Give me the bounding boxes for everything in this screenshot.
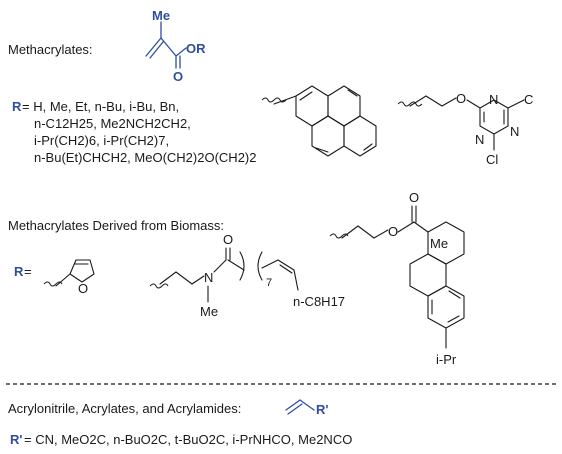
carbonyl-o: O <box>409 190 419 205</box>
r-symbol: R <box>12 99 22 114</box>
r-line-4: n-Bu(Et)CHCH2, MeO(CH2)2O(CH2)2 <box>34 150 256 165</box>
triazinyl-ether-substituent: O N N N C Cl <box>397 91 533 167</box>
monomer-o: O <box>173 69 183 84</box>
r-line-1: = H, Me, Et, n-Bu, i-Bu, Bn, <box>22 99 179 114</box>
r-prime-list: = CN, MeO2C, n-BuO2C, t-BuO2C, i-PrNHCO,… <box>24 432 352 447</box>
r-prime: R' <box>316 402 328 417</box>
abietate-me: Me <box>430 236 448 251</box>
triazine-n-1: N <box>489 92 498 107</box>
methacrylate-monomer: Me OR O <box>145 8 206 84</box>
chain-subscript: 7 <box>266 277 272 289</box>
dehydroabietyl-substituent: O O Me i-Pr <box>329 190 465 367</box>
triazine-n-3: N <box>510 124 519 139</box>
amide-o: O <box>223 232 233 247</box>
monomer-me: Me <box>152 8 170 23</box>
ester-o: O <box>388 224 398 239</box>
furan-o: O <box>78 281 88 296</box>
amide-n: N <box>204 270 213 285</box>
amide-tail: n-C8H17 <box>293 294 345 309</box>
monomer-or: OR <box>186 41 206 56</box>
section3-label: Acrylonitrile, Acrylates, and Acrylamide… <box>8 401 241 416</box>
triazine-n-2: N <box>475 132 484 147</box>
abietate-ipr: i-Pr <box>436 352 457 367</box>
r-group-list: R = H, Me, Et, n-Bu, i-Bu, Bn, n-C12H25,… <box>12 99 256 165</box>
furfuryl-substituent: O <box>43 259 95 296</box>
r-equals: = <box>24 264 32 279</box>
r-symbol-biomass: R <box>14 264 24 279</box>
section2-label: Methacrylates Derived from Biomass: <box>8 218 224 233</box>
vinyl-monomer: R' <box>285 399 328 417</box>
amide-me: Me <box>200 304 218 319</box>
oleamide-substituent: N Me O 7 n-C8H17 <box>149 232 345 319</box>
r-prime-symbol: R' <box>10 432 22 447</box>
r-line-2: n-C12H25, Me2NCH2CH2, <box>34 116 191 131</box>
triazine-cl: Cl <box>486 152 498 167</box>
ether-o: O <box>456 91 466 106</box>
triazine-c-label: C <box>524 92 533 107</box>
r-line-3: i-Pr(CH2)6, i-Pr(CH2)7, <box>34 133 169 148</box>
section1-label: Methacrylates: <box>8 42 93 57</box>
pyrenylmethyl-substituent <box>261 85 377 157</box>
